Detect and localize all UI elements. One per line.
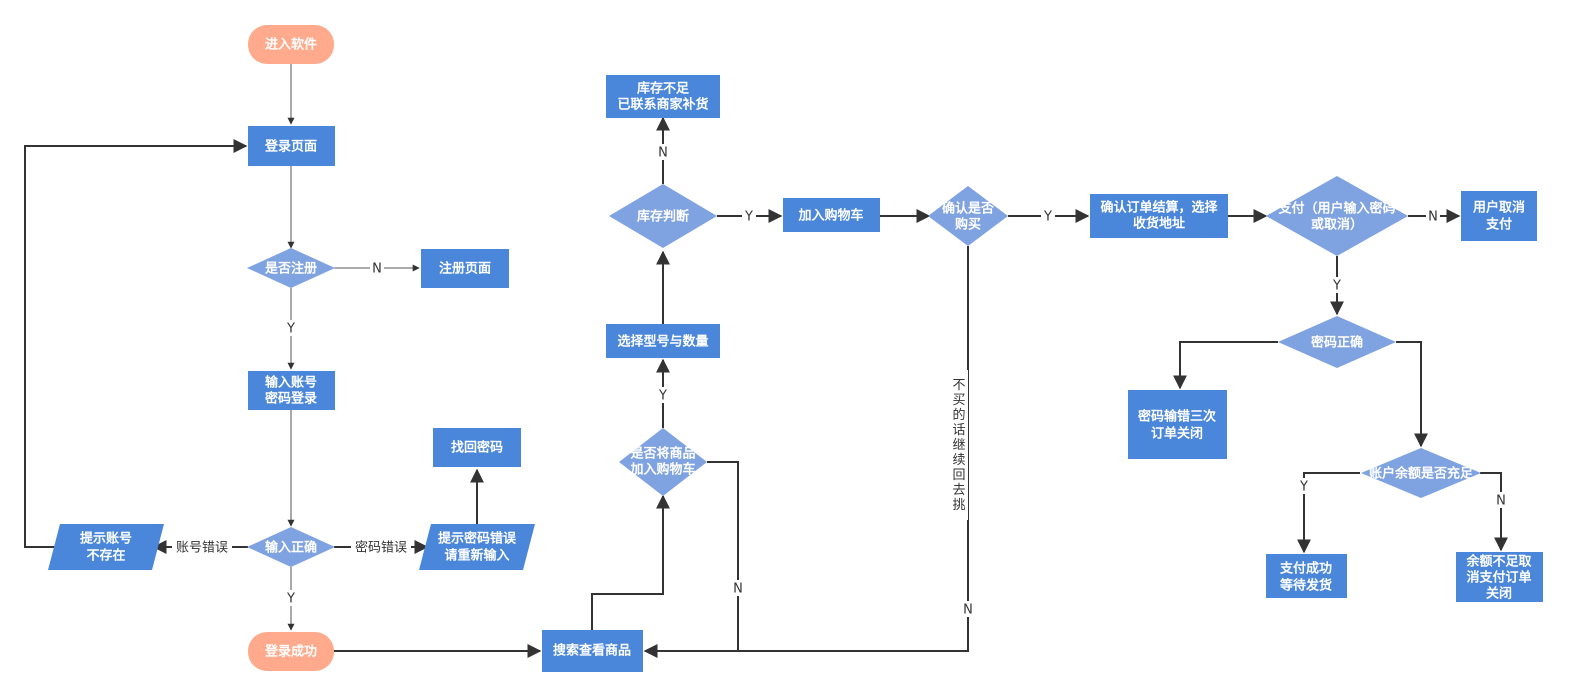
node-password-wrong-line2: 订单关闭 xyxy=(1151,426,1203,442)
node-login-success[interactable]: 登录成功 xyxy=(248,632,334,671)
node-confirm-order[interactable]: 确认订单结算，选择 收货地址 xyxy=(1090,194,1228,238)
edge-account-loop xyxy=(24,139,248,548)
node-pay-line2: 或取消） xyxy=(1311,217,1363,233)
node-balance-low-line1: 余额不足取 xyxy=(1465,554,1532,570)
node-add-to-cart-question-line1: 是否将商品 xyxy=(629,446,695,462)
node-out-of-stock[interactable]: 库存不足 已联系商家补货 xyxy=(606,75,720,118)
node-balance-low[interactable]: 余额不足取 消支付订单 关闭 xyxy=(1456,552,1543,602)
node-search-goods[interactable]: 搜索查看商品 xyxy=(542,630,643,672)
node-balance-enough-label: 账户余额是否充足 xyxy=(1369,466,1474,482)
label-confirm-yes: Y xyxy=(1043,210,1052,225)
node-balance-low-line3: 关闭 xyxy=(1486,586,1512,602)
node-login-page-label: 登录页面 xyxy=(264,139,317,155)
node-register-page-label: 注册页面 xyxy=(439,261,491,277)
edge-pw-right xyxy=(1396,341,1428,448)
nodes: 进入软件 登录页面 是否注册 注册页面 输入账号 密码登录 输入正确 xyxy=(48,25,1543,672)
node-input-correct[interactable]: 输入正确 xyxy=(247,527,335,567)
edge-confirm-no xyxy=(738,246,969,652)
node-account-not-exist-line2: 不存在 xyxy=(86,548,125,564)
node-wrong-password-line2: 请重新输入 xyxy=(444,548,509,564)
node-add-to-cart-label: 加入购物车 xyxy=(797,208,863,224)
node-balance-enough[interactable]: 账户余额是否充足 xyxy=(1361,448,1481,498)
node-input-correct-label: 输入正确 xyxy=(265,540,317,556)
node-password-correct[interactable]: 密码正确 xyxy=(1278,316,1396,368)
edge-balance-yes xyxy=(1297,472,1360,554)
edge-balance-no xyxy=(1480,472,1508,552)
edge-pw-wrong xyxy=(1173,341,1278,390)
node-password-wrong[interactable]: 密码输错三次 订单关闭 xyxy=(1128,390,1227,459)
node-password-correct-label: 密码正确 xyxy=(1310,335,1363,351)
edge-search-question xyxy=(591,494,670,630)
label-account-error: 账号错误 xyxy=(176,541,228,556)
label-stock-no: N xyxy=(658,146,668,161)
node-input-account[interactable]: 输入账号 密码登录 xyxy=(248,371,335,410)
edge-labels: N Y Y 账号错误 密码错误 Y N N Y Y N 不买的话继续回去挑 N … xyxy=(172,144,1508,618)
node-confirm-buy-line1: 确认是否 xyxy=(942,201,994,217)
label-confirm-no: N xyxy=(963,603,973,618)
node-register-page[interactable]: 注册页面 xyxy=(421,249,509,288)
node-pay-success[interactable]: 支付成功 等待发货 xyxy=(1266,554,1347,598)
node-confirm-buy[interactable]: 确认是否 购买 xyxy=(928,186,1008,246)
label-balance-yes: Y xyxy=(1299,480,1308,495)
node-select-model[interactable]: 选择型号与数量 xyxy=(606,324,720,358)
node-pay-line1: 支付（用户输入密码 xyxy=(1277,201,1395,217)
node-stock-check[interactable]: 库存判断 xyxy=(609,184,717,248)
node-account-not-exist-line1: 提示账号 xyxy=(80,531,132,547)
node-out-of-stock-line2: 已联系商家补货 xyxy=(617,97,708,113)
node-retrieve-password[interactable]: 找回密码 xyxy=(433,428,521,467)
label-correct-yes: Y xyxy=(286,592,295,607)
label-pay-yes: Y xyxy=(1332,279,1341,294)
node-wrong-password[interactable]: 提示密码错误 请重新输入 xyxy=(419,524,535,570)
label-question-yes: Y xyxy=(658,389,667,404)
node-confirm-order-line2: 收货地址 xyxy=(1133,216,1185,232)
node-confirm-buy-line2: 购买 xyxy=(955,217,981,233)
node-wrong-password-line1: 提示密码错误 xyxy=(438,531,517,547)
label-registered-yes: Y xyxy=(286,322,295,337)
node-account-not-exist[interactable]: 提示账号 不存在 xyxy=(48,524,164,570)
node-is-registered[interactable]: 是否注册 xyxy=(247,248,335,288)
node-balance-low-line2: 消支付订单 xyxy=(1466,570,1531,586)
node-input-account-line2: 密码登录 xyxy=(264,391,317,407)
node-retrieve-password-label: 找回密码 xyxy=(451,440,503,456)
node-password-wrong-line1: 密码输错三次 xyxy=(1137,409,1216,425)
node-cancel-pay-line1: 用户取消 xyxy=(1472,200,1525,216)
label-password-error: 密码错误 xyxy=(355,540,407,556)
node-pay[interactable]: 支付（用户输入密码 或取消） xyxy=(1266,176,1408,256)
node-login-success-label: 登录成功 xyxy=(264,644,317,660)
node-pay-success-line2: 等待发货 xyxy=(1279,578,1332,594)
node-cancel-pay[interactable]: 用户取消 支付 xyxy=(1461,191,1537,241)
node-add-to-cart-question-line2: 加入购物车 xyxy=(629,462,695,478)
label-pay-no: N xyxy=(1428,210,1438,225)
node-out-of-stock-line1: 库存不足 xyxy=(637,81,690,97)
label-balance-no: N xyxy=(1496,494,1506,509)
node-select-model-label: 选择型号与数量 xyxy=(617,334,708,350)
label-not-buy: 不买的话继续回去挑 xyxy=(950,378,966,513)
label-stock-yes: Y xyxy=(744,210,753,225)
node-start[interactable]: 进入软件 xyxy=(248,25,334,64)
node-login-page[interactable]: 登录页面 xyxy=(248,126,335,166)
node-pay-success-line1: 支付成功 xyxy=(1279,561,1332,577)
node-is-registered-label: 是否注册 xyxy=(264,261,317,277)
node-cancel-pay-line2: 支付 xyxy=(1485,217,1512,233)
node-start-label: 进入软件 xyxy=(265,37,317,53)
node-search-goods-label: 搜索查看商品 xyxy=(553,643,631,659)
node-input-account-line1: 输入账号 xyxy=(265,375,317,391)
label-question-no: N xyxy=(733,582,743,597)
node-confirm-order-line1: 确认订单结算，选择 xyxy=(1100,200,1218,216)
node-add-to-cart[interactable]: 加入购物车 xyxy=(783,198,880,232)
node-add-to-cart-question[interactable]: 是否将商品 加入购物车 xyxy=(619,428,707,496)
edge-question-no xyxy=(643,461,739,658)
node-stock-check-label: 库存判断 xyxy=(637,209,689,225)
label-registered-no: N xyxy=(372,262,382,277)
